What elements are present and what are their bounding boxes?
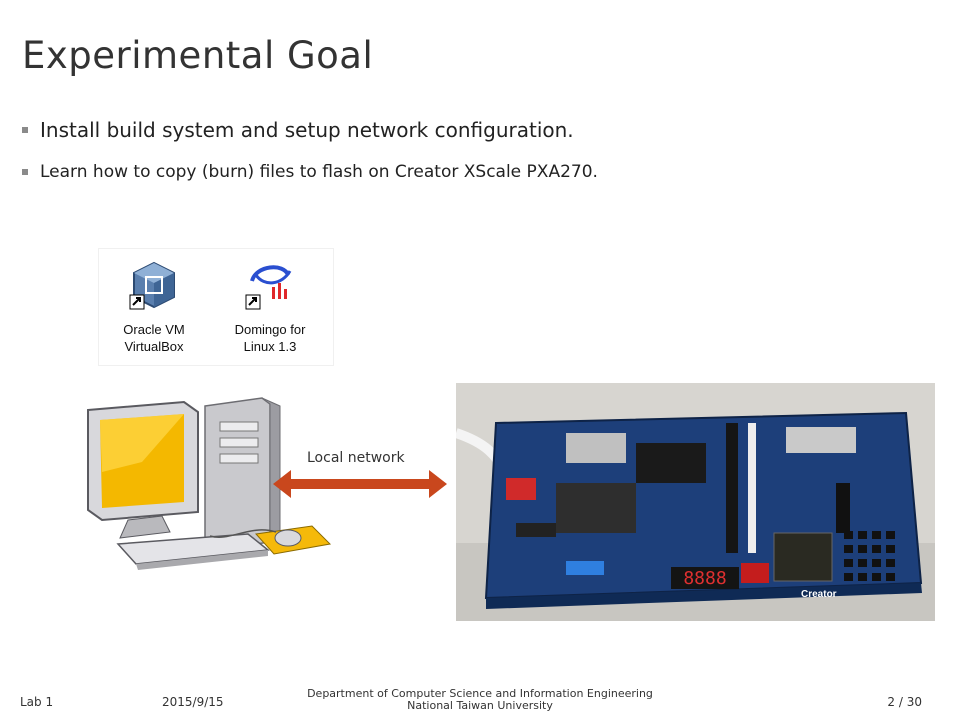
footer-page-number: 2 / 30	[887, 695, 922, 709]
virtualbox-label: Oracle VM VirtualBox	[123, 322, 185, 354]
domingo-label: Domingo for Linux 1.3	[234, 322, 306, 354]
board-brand-label: Creator	[801, 589, 837, 600]
footer-lab: Lab 1	[20, 695, 54, 709]
virtualbox-shortcut[interactable]: Oracle VM VirtualBox	[104, 257, 204, 355]
creator-pxa270-board-photo: 8888 Creator	[456, 383, 935, 621]
double-arrow-icon	[273, 470, 447, 498]
bullet-text: Install build system and setup network c…	[40, 118, 574, 142]
slide-title: Experimental Goal	[22, 34, 374, 77]
bullet-marker-icon	[22, 127, 28, 133]
board-led-display: 8888	[683, 568, 726, 589]
desktop-icons-panel: Oracle VM VirtualBox Domingo for Linux 1…	[98, 248, 334, 366]
desktop-computer-illustration	[87, 397, 332, 570]
bullet-item: Install build system and setup network c…	[22, 118, 922, 142]
bullet-marker-icon	[22, 169, 28, 175]
footer-department: Department of Computer Science and Infor…	[307, 687, 653, 712]
bullet-item: Learn how to copy (burn) files to flash …	[22, 162, 922, 182]
network-label: Local network	[307, 450, 405, 466]
footer-date: 2015/9/15	[162, 695, 224, 709]
bullet-text: Learn how to copy (burn) files to flash …	[40, 162, 598, 182]
domingo-shortcut[interactable]: Domingo for Linux 1.3	[220, 257, 320, 355]
virtualbox-icon	[129, 261, 175, 310]
slide-footer: Lab 1 2015/9/15 Department of Computer S…	[0, 688, 960, 718]
bullet-list: Install build system and setup network c…	[22, 118, 922, 202]
domingo-icon	[245, 265, 292, 310]
